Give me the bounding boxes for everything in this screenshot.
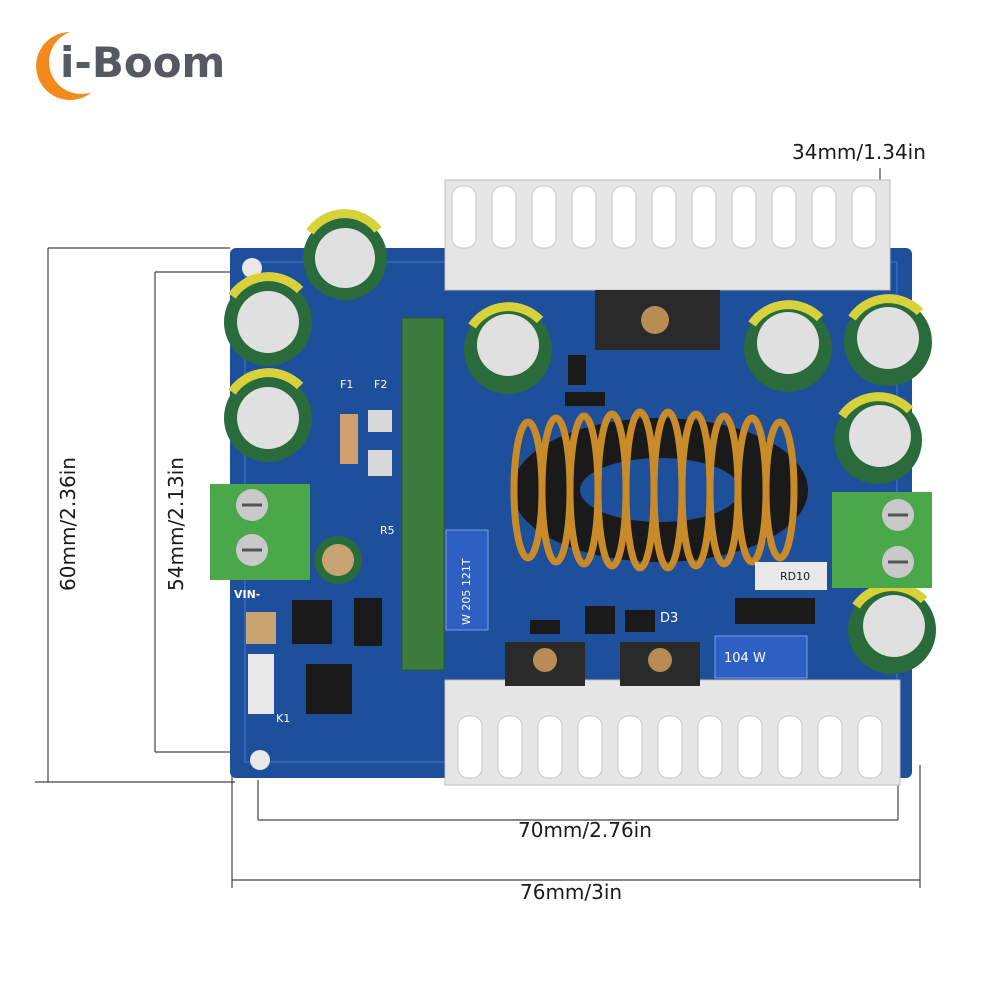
dim-board-height-inner: 54mm/2.13in bbox=[164, 457, 188, 591]
label-f2: F2 bbox=[374, 378, 387, 391]
capacitors bbox=[224, 209, 936, 674]
top-heatsink bbox=[444, 179, 891, 350]
dim-hole-spacing: 70mm/2.76in bbox=[518, 818, 652, 842]
adjust-pot bbox=[714, 635, 808, 679]
label-vin: VIN- bbox=[234, 588, 260, 601]
smd-components bbox=[246, 355, 827, 714]
output-terminal bbox=[832, 492, 932, 588]
label-f1: F1 bbox=[340, 378, 353, 391]
mount-hole bbox=[242, 258, 262, 278]
label-pot: 104 W bbox=[724, 651, 766, 666]
brand-name: i-Boom bbox=[60, 38, 226, 87]
brand-logo bbox=[30, 28, 230, 100]
bottom-heatsink bbox=[444, 642, 901, 786]
label-trimmer: W 205 121T bbox=[460, 558, 473, 625]
dim-board-height-outer: 60mm/2.36in bbox=[56, 457, 80, 591]
label-k1: K1 bbox=[276, 712, 290, 725]
dim-board-width: 76mm/3in bbox=[520, 880, 623, 904]
trimmer-pot bbox=[445, 529, 489, 631]
dim-heatsink-width: 34mm/1.34in bbox=[792, 140, 926, 164]
mount-hole bbox=[250, 750, 270, 770]
label-d3: D3 bbox=[660, 611, 678, 626]
input-terminal bbox=[210, 484, 310, 580]
toroid-inductor bbox=[510, 408, 808, 572]
label-rd10: RD10 bbox=[780, 570, 810, 583]
label-r5: R5 bbox=[380, 524, 395, 537]
control-board bbox=[401, 317, 445, 671]
logo-crescent-icon bbox=[36, 32, 92, 100]
dimension-lines bbox=[35, 168, 921, 888]
